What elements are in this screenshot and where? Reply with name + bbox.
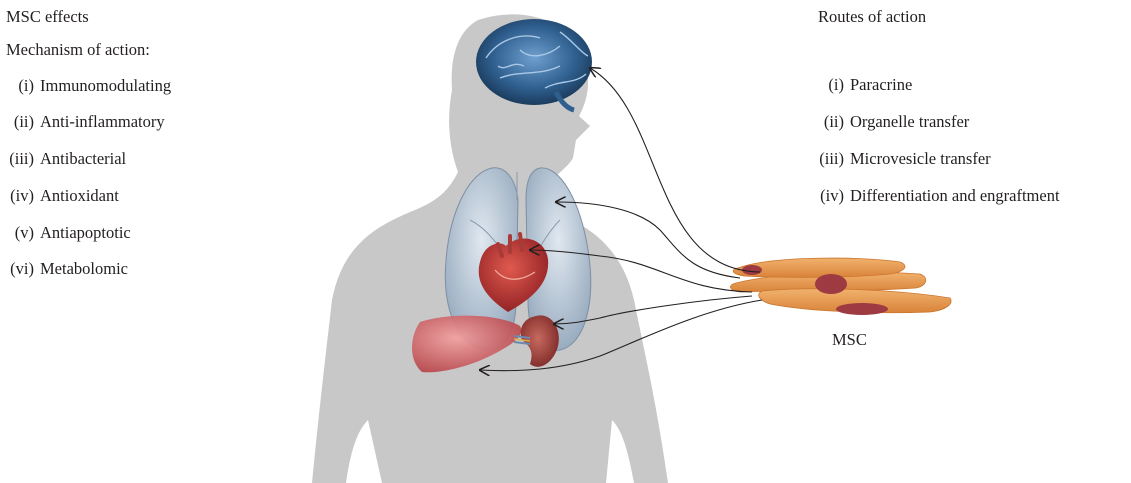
routes-item: (i) Paracrine xyxy=(806,75,912,95)
effects-item: (iii) Antibacterial xyxy=(0,149,126,169)
item-number: (iii) xyxy=(806,149,844,169)
routes-item: (iv) Differentiation and engraftment xyxy=(806,186,1060,206)
item-label: Paracrine xyxy=(850,75,912,94)
arrow-to-brain xyxy=(590,68,760,272)
item-number: (iv) xyxy=(806,186,844,206)
effects-subtitle: Mechanism of action: xyxy=(6,40,150,60)
msc-cells xyxy=(730,258,951,315)
item-label: Metabolomic xyxy=(40,259,128,278)
item-label: Antioxidant xyxy=(40,186,119,205)
effects-item: (i) Immunomodulating xyxy=(0,76,171,96)
item-number: (ii) xyxy=(0,112,34,132)
item-label: Microvesicle transfer xyxy=(850,149,991,168)
item-number: (vi) xyxy=(0,259,34,279)
item-number: (i) xyxy=(0,76,34,96)
item-number: (iv) xyxy=(0,186,34,206)
effects-title: MSC effects xyxy=(6,7,89,27)
item-label: Immunomodulating xyxy=(40,76,171,95)
item-label: Anti-inflammatory xyxy=(40,112,165,131)
effects-item: (ii) Anti-inflammatory xyxy=(0,112,165,132)
effects-item: (iv) Antioxidant xyxy=(0,186,119,206)
effects-item: (vi) Metabolomic xyxy=(0,259,128,279)
item-label: Antibacterial xyxy=(40,149,126,168)
item-number: (v) xyxy=(0,223,34,243)
item-label: Antiapoptotic xyxy=(40,223,131,242)
nucleus xyxy=(815,274,847,294)
nucleus xyxy=(836,303,888,315)
nucleus xyxy=(742,265,762,275)
routes-item: (ii) Organelle transfer xyxy=(806,112,969,132)
effects-item: (v) Antiapoptotic xyxy=(0,223,131,243)
item-number: (iii) xyxy=(0,149,34,169)
item-label: Organelle transfer xyxy=(850,112,969,131)
routes-item: (iii) Microvesicle transfer xyxy=(806,149,991,169)
item-number: (i) xyxy=(806,75,844,95)
item-label: Differentiation and engraftment xyxy=(850,186,1060,205)
item-number: (ii) xyxy=(806,112,844,132)
routes-title: Routes of action xyxy=(818,7,926,27)
msc-label: MSC xyxy=(832,330,867,350)
